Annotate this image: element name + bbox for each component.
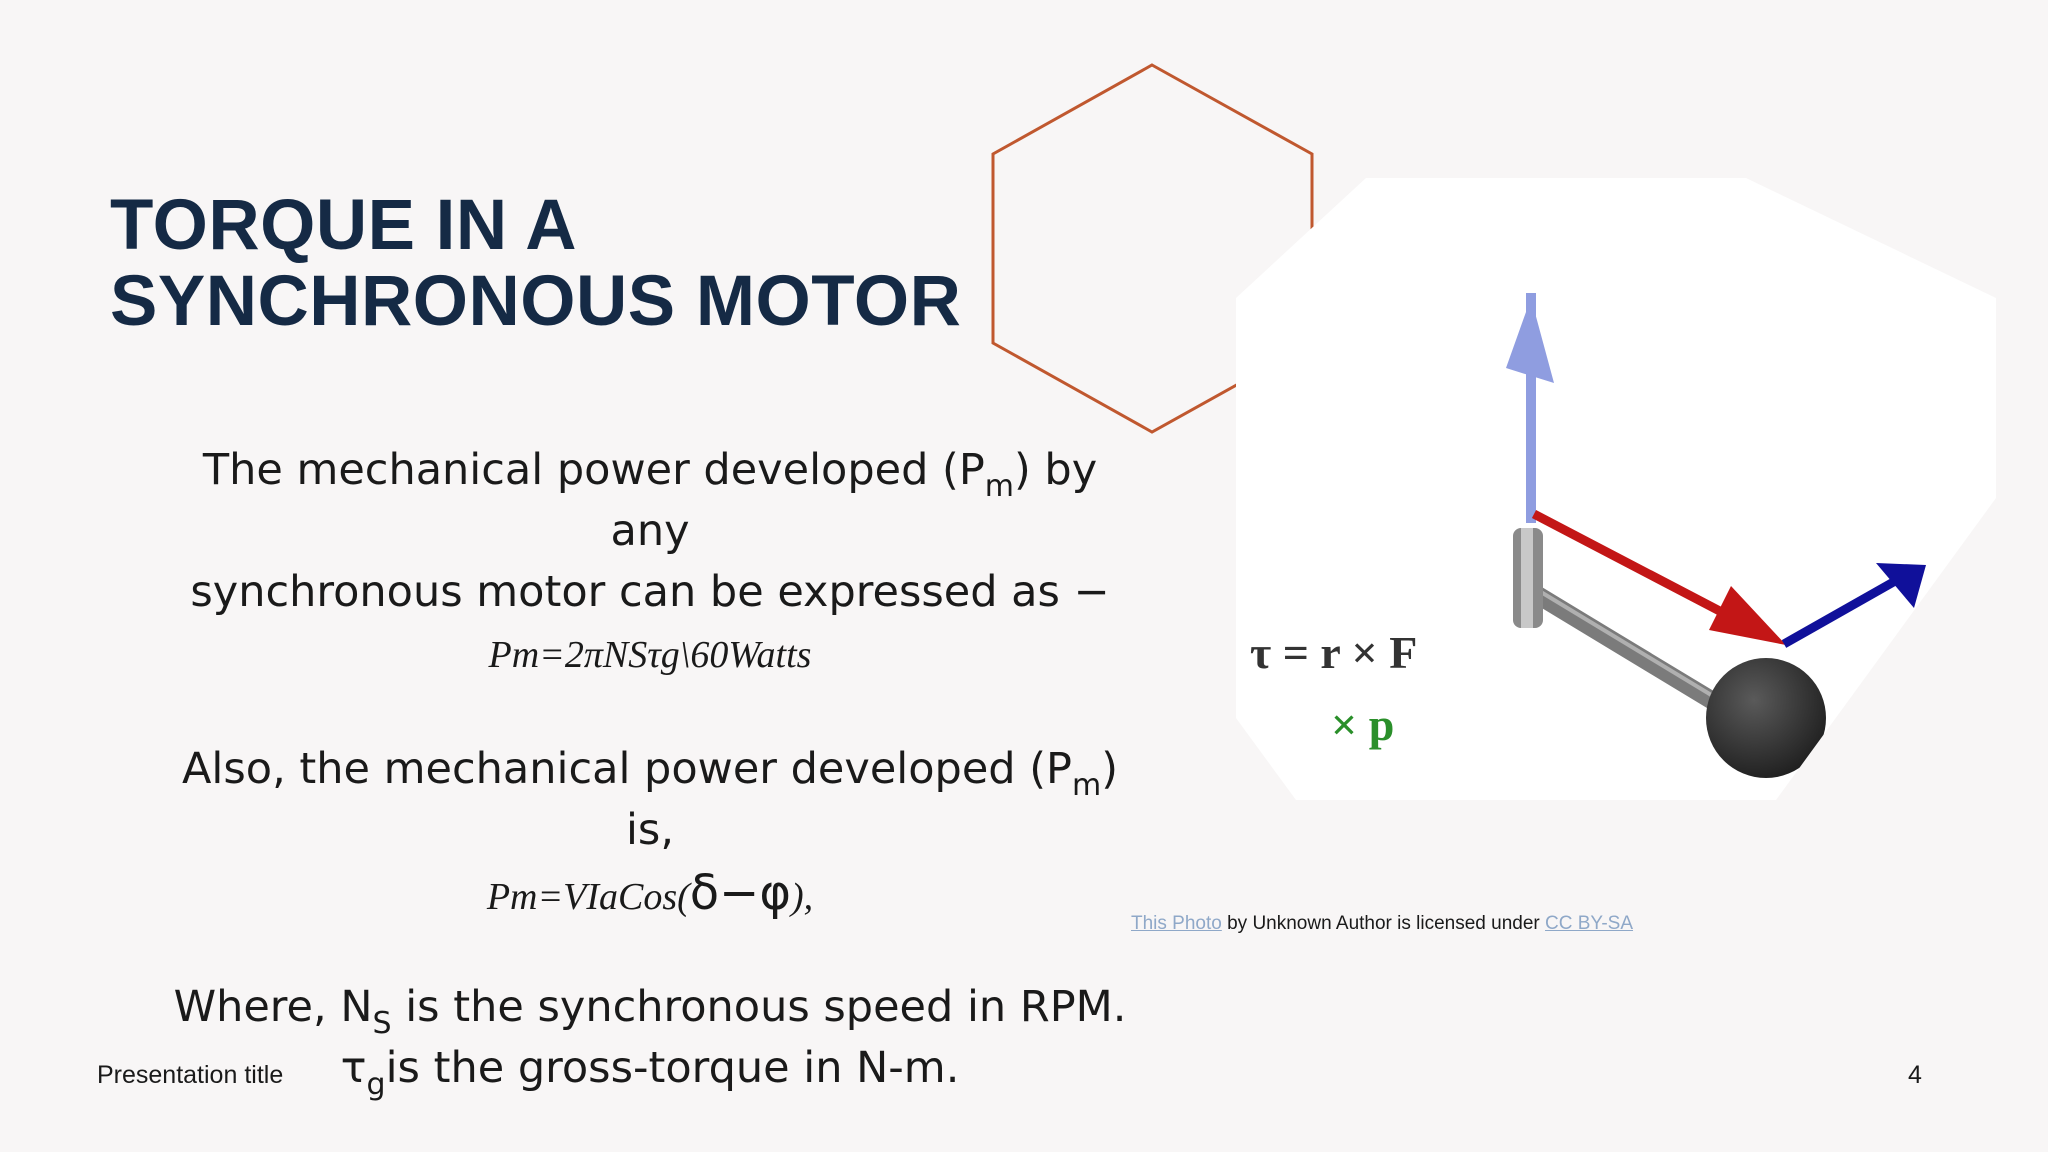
torque-diagram-image[interactable]: τ = r × F × p: [1236, 178, 2000, 802]
title-line-1: TORQUE IN A: [110, 186, 578, 265]
paragraph-synchronous-speed: Where, NS is the synchronous speed in RP…: [173, 982, 1127, 1041]
slide-title: TORQUE IN A SYNCHRONOUS MOTOR: [110, 188, 1010, 340]
formula-power-voltage: Pm=VIaCos(δ−φ),: [486, 865, 814, 921]
license-link[interactable]: CC BY-SA: [1545, 913, 1634, 934]
momentum-vector-arrow: [1781, 572, 1907, 648]
paragraph-gross-torque: τgis the gross-torque in N-m.: [340, 1043, 960, 1102]
cross-product-formula-line-2: × p: [1331, 699, 1394, 750]
paragraph-mechanical-power: The mechanical power developed (Pm) by a…: [202, 445, 1098, 556]
paragraph-also-power: Also, the mechanical power developed (Pm…: [182, 744, 1118, 855]
photo-credit: This Photo by Unknown Author is licensed…: [1131, 913, 1633, 935]
credit-text: by Unknown Author is licensed under: [1221, 913, 1546, 934]
lever-arm: [1517, 579, 1750, 727]
cross-product-formula-line-1: τ = r × F: [1250, 627, 1417, 678]
title-line-2: SYNCHRONOUS MOTOR: [110, 262, 962, 341]
footer-presentation-title: Presentation title: [97, 1061, 284, 1089]
slide-body: The mechanical power developed (Pm) by a…: [160, 440, 1140, 1102]
mass-ball: [1706, 658, 1826, 778]
slide-number: 4: [1908, 1061, 1922, 1089]
this-photo-link[interactable]: This Photo: [1131, 913, 1222, 934]
paragraph-expression: synchronous motor can be expressed as −: [190, 567, 1110, 617]
formula-power-torque: Pm=2πNSτg\60Watts: [488, 634, 812, 676]
hexagon-outline-decoration: [991, 63, 1314, 434]
